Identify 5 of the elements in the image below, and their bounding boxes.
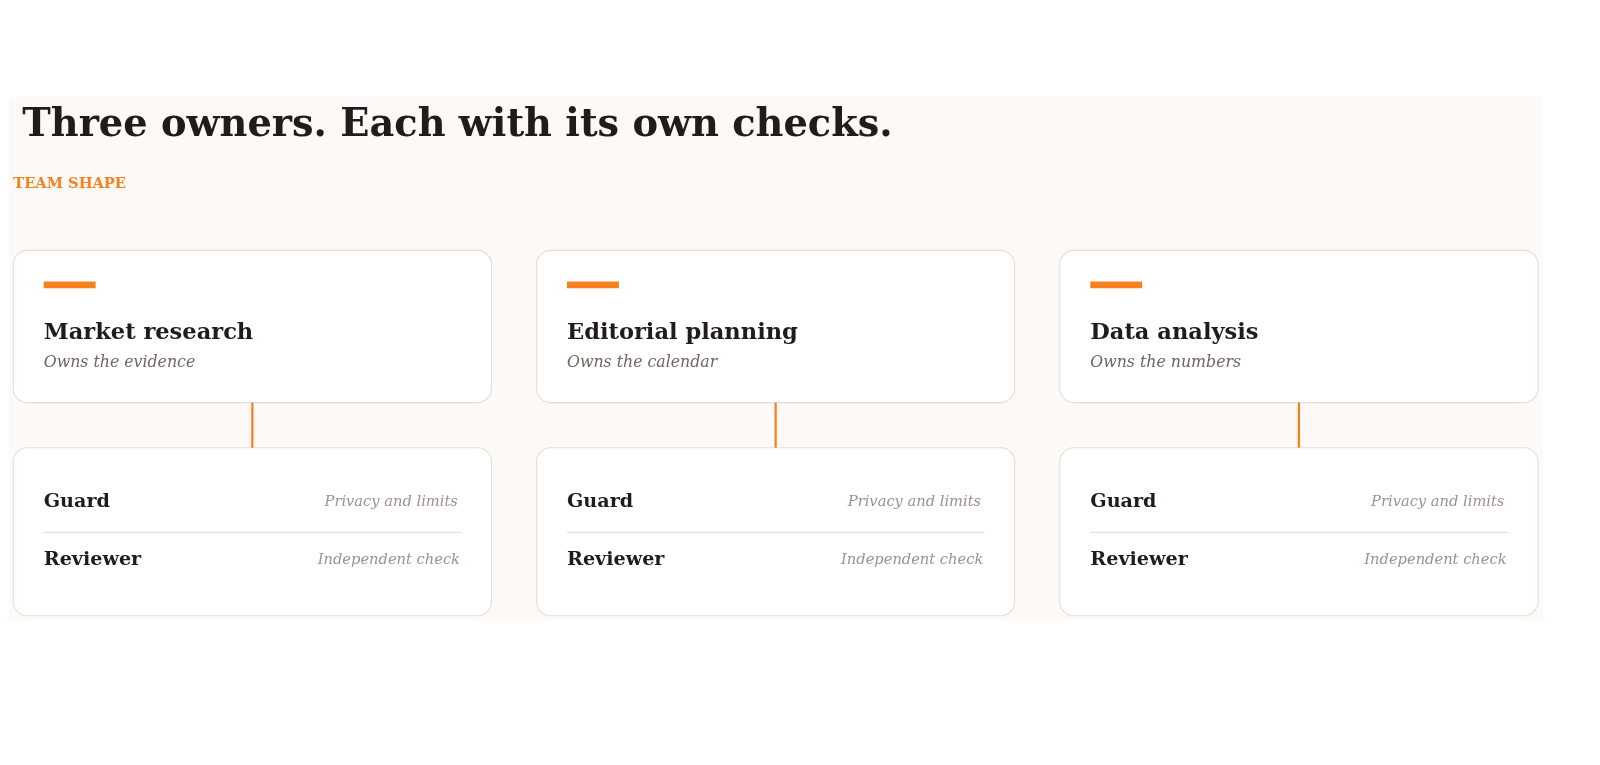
label: TEAM SHAPE (13, 173, 127, 191)
connector (774, 402, 777, 448)
diagram-title: Three owners. Each with its own checks. (22, 99, 893, 145)
connector (1297, 402, 1301, 448)
connector (251, 402, 254, 448)
